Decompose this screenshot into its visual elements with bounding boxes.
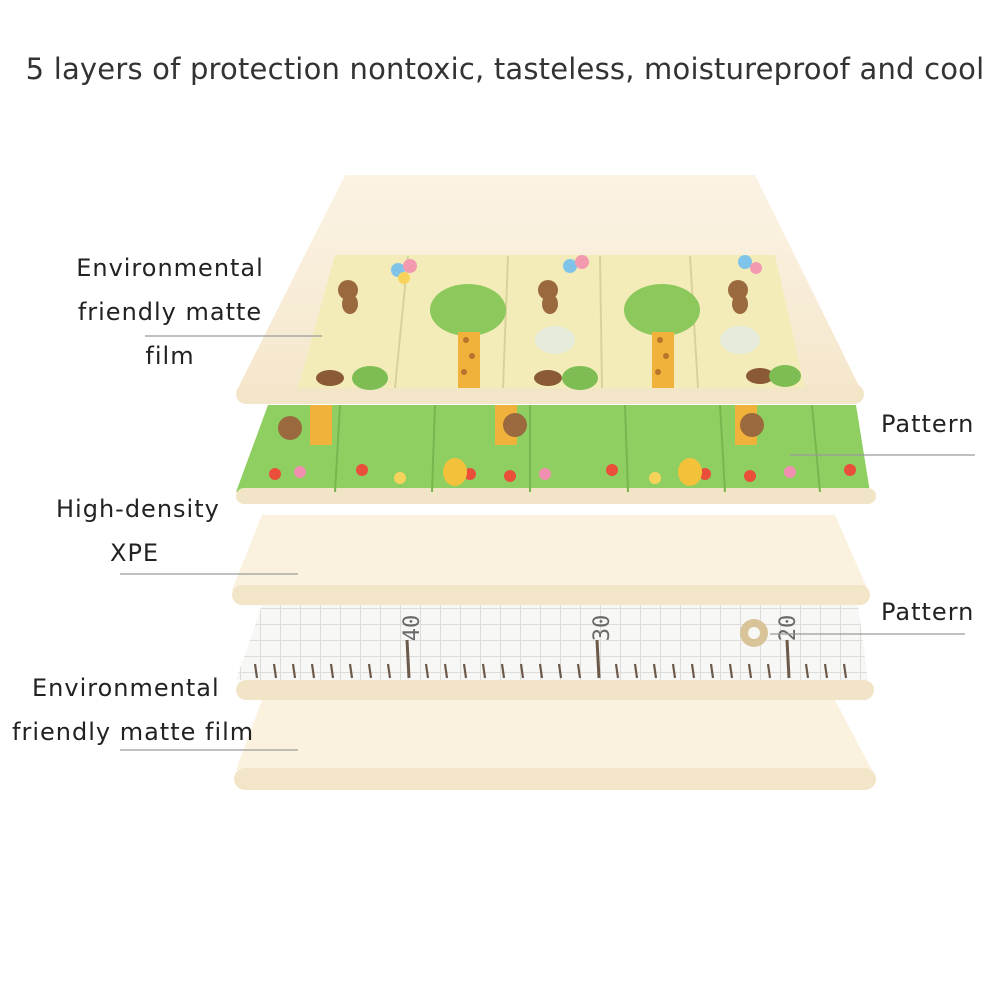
xpe-layer (232, 515, 870, 605)
monkey-icon (538, 280, 558, 314)
ruler-tick (614, 663, 620, 679)
leader-lines (120, 335, 975, 751)
ruler-tick (804, 663, 810, 679)
ruler-tick (310, 663, 316, 679)
ruler-tick (842, 663, 848, 679)
label-line: friendly matte film (12, 718, 255, 746)
ruler-number-40: 40 (400, 615, 425, 642)
top-pattern-layer (298, 255, 805, 390)
pineapple-icon (443, 458, 702, 486)
label-line: Environmental (32, 674, 220, 702)
label-line: XPE (110, 539, 160, 567)
ruler-tick (367, 663, 373, 679)
label-top-pattern: Pattern (881, 410, 975, 438)
ruler-tick (348, 663, 354, 679)
label-line: Environmental (76, 254, 264, 282)
label-bottom-matte-film: Environmental friendly matte film (12, 666, 254, 754)
ruler-tick (424, 663, 430, 679)
ruler-tick (291, 663, 297, 679)
ruler-tick (557, 663, 563, 679)
hedgehog-icon (316, 368, 774, 386)
label-top-matte-film: Environmental friendly matte film (50, 246, 290, 378)
balloon-icon (391, 255, 762, 284)
ring-icon (740, 619, 768, 647)
flower-icon (269, 464, 856, 484)
ruler-tick (272, 663, 278, 679)
label-xpe: High-density XPE (56, 487, 220, 575)
monkey-icon (728, 280, 748, 314)
ruler-pattern-layer: 40 30 20 (236, 605, 874, 700)
giraffe-icon (652, 332, 674, 388)
page-heading: 5 layers of protection nontoxic, tastele… (25, 52, 985, 86)
ruler-tick (462, 663, 468, 679)
ruler-tick (519, 663, 525, 679)
ruler-number-20: 20 (776, 615, 801, 642)
label-bottom-pattern: Pattern (881, 598, 975, 626)
ruler-tick (405, 639, 411, 679)
ruler-tick (329, 663, 335, 679)
ruler-tick (728, 663, 734, 679)
ruler-tick (709, 663, 715, 679)
label-line: friendly matte film (77, 298, 263, 370)
ruler-number-30: 30 (590, 615, 615, 642)
bush-icon (352, 365, 801, 390)
ruler-tick (633, 663, 639, 679)
ruler-tick (823, 663, 829, 679)
ruler-tick (576, 663, 582, 679)
giraffe-icon (458, 332, 480, 388)
green-pattern-layer (236, 404, 876, 504)
ruler-tick (481, 663, 487, 679)
ruler-tick (766, 663, 772, 679)
monkey-icon (338, 280, 358, 314)
ruler-tick (652, 663, 658, 679)
ruler-tick (253, 663, 259, 679)
label-line: High-density (56, 495, 220, 523)
ruler-tick (785, 639, 791, 679)
ruler-tick (671, 663, 677, 679)
ruler-tick (690, 663, 696, 679)
ruler-tick (595, 639, 601, 679)
cloud-icon (535, 326, 760, 354)
ruler-tick (443, 663, 449, 679)
ruler-tick (500, 663, 506, 679)
ruler-ticks (253, 639, 848, 679)
ruler-tick (538, 663, 544, 679)
ruler-tick (386, 663, 392, 679)
ruler-tick (747, 663, 753, 679)
bottom-matte-film-layer (234, 700, 876, 790)
